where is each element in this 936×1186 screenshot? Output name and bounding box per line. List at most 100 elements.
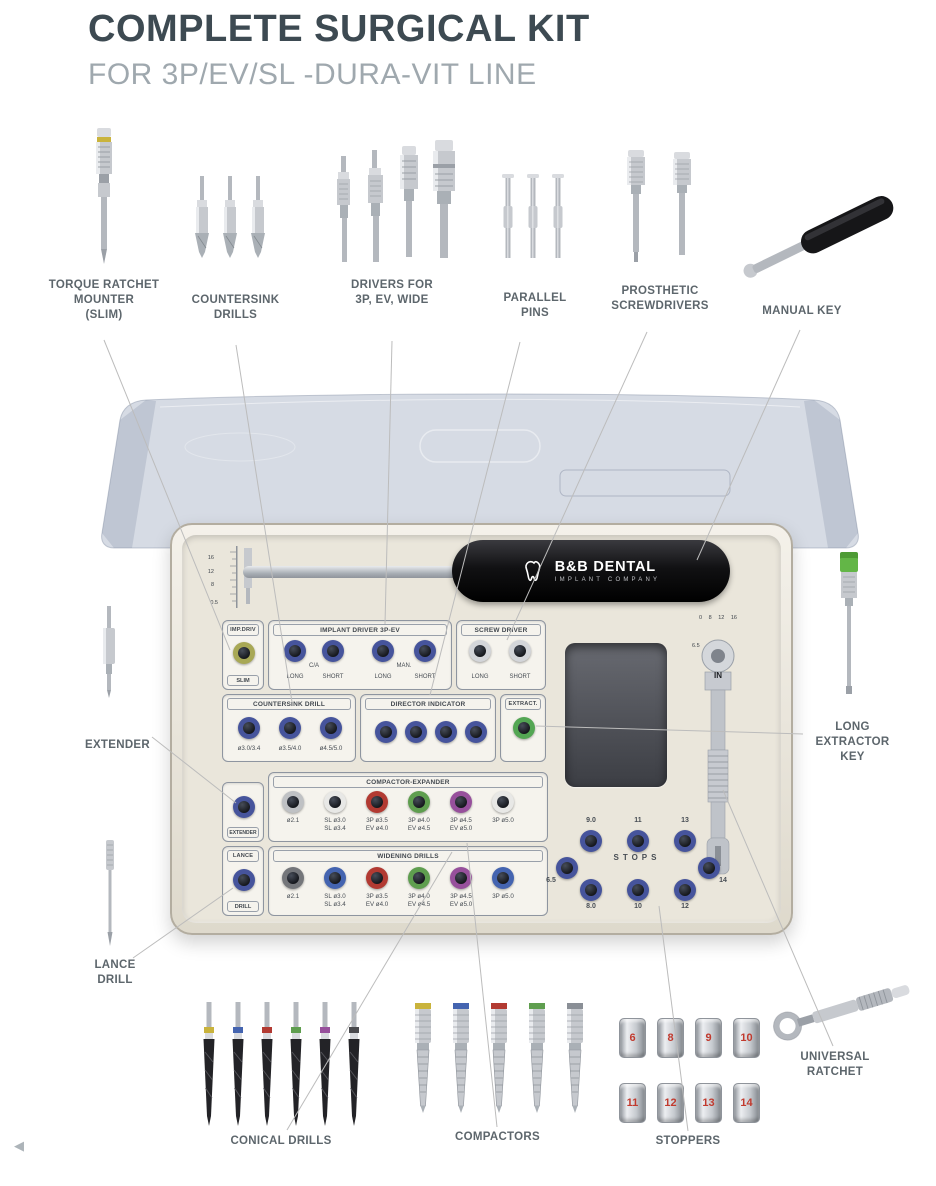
stopper-11: 11	[619, 1083, 646, 1123]
stops-top-label-2: 11	[634, 817, 642, 824]
countersink-label-1: ø3.0/3.4	[237, 745, 261, 752]
extender-hole	[233, 796, 255, 818]
stops-bottom-label-1: 8.0	[586, 903, 596, 910]
imp-driv-slim-label: SLIM	[227, 675, 259, 686]
stops-title: STOPS	[613, 853, 661, 862]
callout-extender: EXTENDER	[84, 739, 151, 751]
section-widening-drills: WIDENING DRILLS ø2.1 SL ø3.0 SL ø3.4 3P …	[268, 846, 548, 916]
manual-key-illustration	[743, 196, 894, 278]
stopper-13: 13	[695, 1083, 722, 1123]
stopper-number: 10	[740, 1032, 753, 1044]
countersink-hole-2	[279, 717, 301, 739]
stops-hole-8	[580, 879, 602, 901]
stops-hole-12	[674, 879, 696, 901]
tray-ratchet-illustration	[701, 639, 735, 875]
widening-hole-4	[408, 867, 430, 889]
depth-gauge-illustration	[230, 546, 252, 608]
implant-driver-label-3: LONG	[374, 674, 392, 680]
widening-label-6: 3P ø5.0	[492, 893, 514, 900]
implant-driver-hole-3	[372, 640, 394, 662]
callout-universal-ratchet: UNIVERSAL RATCHET	[800, 1051, 870, 1078]
director-hole-2	[405, 721, 427, 743]
implant-driver-label-4: SHORT	[414, 674, 436, 680]
compactor-label-6: 3P ø5.0	[492, 817, 514, 824]
ratchet-scale: 0 8 12 16	[699, 615, 737, 621]
lance-drill-illustration	[106, 840, 114, 946]
widening-hole-3	[366, 867, 388, 889]
universal-ratchet-illustration	[773, 985, 910, 1041]
countersink-label-3: ø4.5/5.0	[319, 745, 343, 752]
extract-hole	[513, 717, 535, 739]
section-lance-drill-slot: LANCE DRILL	[222, 846, 264, 916]
extender-slot-label: EXTENDER	[227, 827, 259, 838]
drivers-illustration	[337, 140, 455, 262]
brand-name: B&B DENTAL	[554, 559, 656, 575]
stops-top-label-3: 13	[681, 817, 689, 824]
stopper-number: 13	[702, 1097, 715, 1109]
compactor-hole-2	[324, 791, 346, 813]
callout-countersink-drills: COUNTERSINK DRILLS	[191, 294, 280, 321]
stops-hole-13	[674, 830, 696, 852]
callout-lance-drill: LANCE DRILL	[94, 959, 136, 986]
implant-driver-label-2: SHORT	[322, 674, 344, 680]
widening-hole-1	[282, 867, 304, 889]
torque-ratchet-mounter-illustration	[96, 128, 112, 264]
implant-driver-group1: C/A	[308, 663, 319, 669]
widening-hole-2	[324, 867, 346, 889]
widening-label-1: ø2.1	[286, 893, 300, 900]
compactor-hole-5	[450, 791, 472, 813]
section-compactor-expander: COMPACTOR-EXPANDER ø2.1 SL ø3.0 SL ø3.4 …	[268, 772, 548, 842]
implant-driver-label-1: LONG	[286, 674, 304, 680]
compactor-label-2: SL ø3.0 SL ø3.4	[324, 817, 346, 832]
gauge-ticks: 16 12 8	[207, 555, 214, 588]
lance-slot-label: DRILL	[227, 901, 259, 912]
ratchet-scale-extra: 6.5	[692, 643, 700, 649]
prev-slide-arrow[interactable]: ◀	[14, 1138, 24, 1153]
stopper-number: 8	[667, 1032, 674, 1044]
implant-driver-hole-2	[322, 640, 344, 662]
callout-stoppers: STOPPERS	[655, 1135, 721, 1147]
prosthetic-screwdrivers-illustration	[627, 150, 691, 262]
compactor-label-1: ø2.1	[286, 817, 300, 824]
conical-drills-illustration	[203, 1002, 360, 1126]
section-director-indicator: DIRECTOR INDICATOR	[360, 694, 496, 762]
stops-left-label: 6.5	[546, 877, 556, 884]
section-extract: EXTRACT.	[500, 694, 546, 762]
torque-wrench-rod	[243, 566, 461, 578]
section-screw-driver: SCREW DRIVER LONG SHORT	[456, 620, 546, 690]
stopper-number: 6	[629, 1032, 636, 1044]
section-title-extract: EXTRACT.	[505, 698, 541, 710]
brand-tagline: IMPLANT COMPANY	[554, 577, 661, 583]
compactor-hole-4	[408, 791, 430, 813]
director-hole-1	[375, 721, 397, 743]
section-extender-slot: EXTENDER	[222, 782, 264, 842]
compactor-label-4: 3P ø4.0 EV ø4.5	[407, 817, 431, 832]
callout-prosthetic-screwdrivers: PROSTHETIC SCREWDRIVERS	[611, 285, 709, 312]
stops-hole-14	[698, 857, 720, 879]
section-implant-driver: IMPLANT DRIVER 3P-EV C/A MAN. LONG SHORT…	[268, 620, 452, 690]
page-title: COMPLETE SURGICAL KIT	[88, 8, 590, 50]
widening-label-3: 3P ø3.5 EV ø4.0	[365, 893, 389, 908]
director-hole-3	[435, 721, 457, 743]
widening-label-2: SL ø3.0 SL ø3.4	[324, 893, 346, 908]
parallel-pins-illustration	[502, 174, 564, 258]
stops-top-label-1: 9.0	[586, 817, 596, 824]
stops-bottom-label-2: 10	[634, 903, 642, 910]
imp-driv-hole	[233, 642, 255, 664]
tray-recess	[565, 643, 667, 787]
screw-driver-label-2: SHORT	[509, 674, 531, 680]
stops-hole-10	[627, 879, 649, 901]
implant-driver-hole-4	[414, 640, 436, 662]
tooth-icon	[524, 560, 541, 582]
compactor-label-3: 3P ø3.5 EV ø4.0	[365, 817, 389, 832]
extender-illustration	[103, 606, 115, 698]
callout-compactors: COMPACTORS	[455, 1131, 540, 1143]
stopper-number: 9	[705, 1032, 712, 1044]
callout-torque-ratchet-mounter: TORQUE RATCHET MOUNTER (SLIM)	[48, 279, 160, 321]
section-title-widening-drills: WIDENING DRILLS	[273, 850, 543, 862]
stopper-number: 12	[664, 1097, 677, 1109]
stops-hole-11	[627, 830, 649, 852]
stops-hole-9	[580, 830, 602, 852]
stopper-9: 9	[695, 1018, 722, 1058]
